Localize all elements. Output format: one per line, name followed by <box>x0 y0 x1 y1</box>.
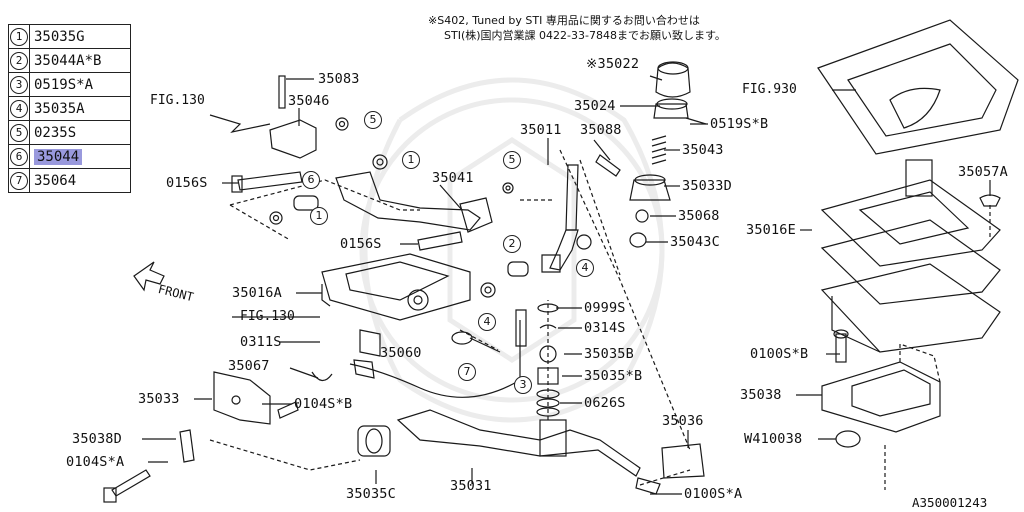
legend-part-number[interactable]: 35035A <box>34 100 85 117</box>
legend-part-number[interactable]: 35044A*B <box>34 52 102 69</box>
part-legend-table: 1 35035G 2 35044A*B 3 0519S*A 4 35035A 5… <box>8 24 131 193</box>
callout-w410038[interactable]: W410038 <box>744 431 803 447</box>
bubble-4[interactable]: 4 <box>478 313 496 331</box>
fig-ref-130-mid[interactable]: FIG.130 <box>240 309 295 324</box>
callout-0626s[interactable]: 0626S <box>584 395 626 411</box>
legend-row[interactable]: 4 35035A <box>8 96 131 121</box>
callout-35031[interactable]: 35031 <box>450 478 492 494</box>
callout-0100s-b[interactable]: 0100S*B <box>750 346 809 362</box>
legend-row[interactable]: 5 0235S <box>8 120 131 145</box>
callout-35024[interactable]: 35024 <box>574 98 616 114</box>
legend-number: 3 <box>10 75 28 94</box>
callout-35035b[interactable]: 35035B <box>584 346 634 362</box>
callout-35016a[interactable]: 35016A <box>232 285 282 301</box>
callout-0311s[interactable]: 0311S <box>240 334 282 350</box>
callout-0314s[interactable]: 0314S <box>584 320 626 336</box>
sti-note-line2: STI(株)国内営業課 0422-33-7848までお願い致します。 <box>444 29 726 42</box>
legend-part-number[interactable]: 0519S*A <box>34 76 94 93</box>
bubble-5[interactable]: 5 <box>364 111 382 129</box>
legend-part-number[interactable]: 35064 <box>34 172 77 189</box>
legend-row[interactable]: 7 35064 <box>8 168 131 193</box>
fig-ref-130-top[interactable]: FIG.130 <box>150 93 205 108</box>
callout-35016e[interactable]: 35016E <box>746 222 796 238</box>
legend-number: 5 <box>10 123 28 142</box>
callout-0519s-b[interactable]: 0519S*B <box>710 116 769 132</box>
callout-35011[interactable]: 35011 <box>520 122 562 138</box>
legend-row-selected[interactable]: 6 35044 <box>8 144 131 169</box>
callout-35041[interactable]: 35041 <box>432 170 474 186</box>
callout-0104s-b[interactable]: 0104S*B <box>294 396 353 412</box>
legend-number: 4 <box>10 99 28 118</box>
callout-35022[interactable]: ※35022 <box>586 56 640 72</box>
legend-number: 6 <box>10 147 28 166</box>
callout-35068[interactable]: 35068 <box>678 208 720 224</box>
legend-part-number-highlighted[interactable]: 35044 <box>34 148 83 165</box>
legend-number: 2 <box>10 51 28 70</box>
bubble-4[interactable]: 4 <box>576 259 594 277</box>
callout-35038[interactable]: 35038 <box>740 387 782 403</box>
bubble-5[interactable]: 5 <box>503 151 521 169</box>
bubble-2[interactable]: 2 <box>503 235 521 253</box>
callout-0100s-a[interactable]: 0100S*A <box>684 486 743 502</box>
legend-row[interactable]: 2 35044A*B <box>8 48 131 73</box>
callout-35043[interactable]: 35043 <box>682 142 724 158</box>
bubble-6[interactable]: 6 <box>302 171 320 189</box>
legend-row[interactable]: 1 35035G <box>8 24 131 49</box>
callout-35060[interactable]: 35060 <box>380 345 422 361</box>
bubble-3[interactable]: 3 <box>514 376 532 394</box>
callout-35035c[interactable]: 35035C <box>346 486 396 502</box>
callout-35088[interactable]: 35088 <box>580 122 622 138</box>
callout-0104s-a[interactable]: 0104S*A <box>66 454 125 470</box>
callout-35046[interactable]: 35046 <box>288 93 330 109</box>
legend-row[interactable]: 3 0519S*A <box>8 72 131 97</box>
bubble-1[interactable]: 1 <box>402 151 420 169</box>
callout-0156s-top[interactable]: 0156S <box>166 175 208 191</box>
callout-35067[interactable]: 35067 <box>228 358 270 374</box>
callout-35038d[interactable]: 35038D <box>72 431 122 447</box>
bubble-7[interactable]: 7 <box>458 363 476 381</box>
legend-part-number[interactable]: 0235S <box>34 124 77 141</box>
legend-number: 7 <box>10 171 28 190</box>
legend-part-number[interactable]: 35035G <box>34 28 85 45</box>
sti-note-line1: ※S402, Tuned by STI 専用品に関するお問い合わせは <box>428 14 700 27</box>
callout-0999s[interactable]: 0999S <box>584 300 626 316</box>
callout-35083[interactable]: 35083 <box>318 71 360 87</box>
legend-number: 1 <box>10 27 28 46</box>
callout-35036[interactable]: 35036 <box>662 413 704 429</box>
callout-35057a[interactable]: 35057A <box>958 164 1008 180</box>
bubble-1[interactable]: 1 <box>310 207 328 225</box>
callout-35033d[interactable]: 35033D <box>682 178 732 194</box>
callout-35043c[interactable]: 35043C <box>670 234 720 250</box>
callout-0156s-mid[interactable]: 0156S <box>340 236 382 252</box>
fig-ref-930[interactable]: FIG.930 <box>742 82 797 97</box>
callout-35033[interactable]: 35033 <box>138 391 180 407</box>
watermark-emblem <box>359 77 665 423</box>
figure-id: A350001243 <box>912 495 988 510</box>
callout-35035-star-b[interactable]: 35035*B <box>584 368 643 384</box>
